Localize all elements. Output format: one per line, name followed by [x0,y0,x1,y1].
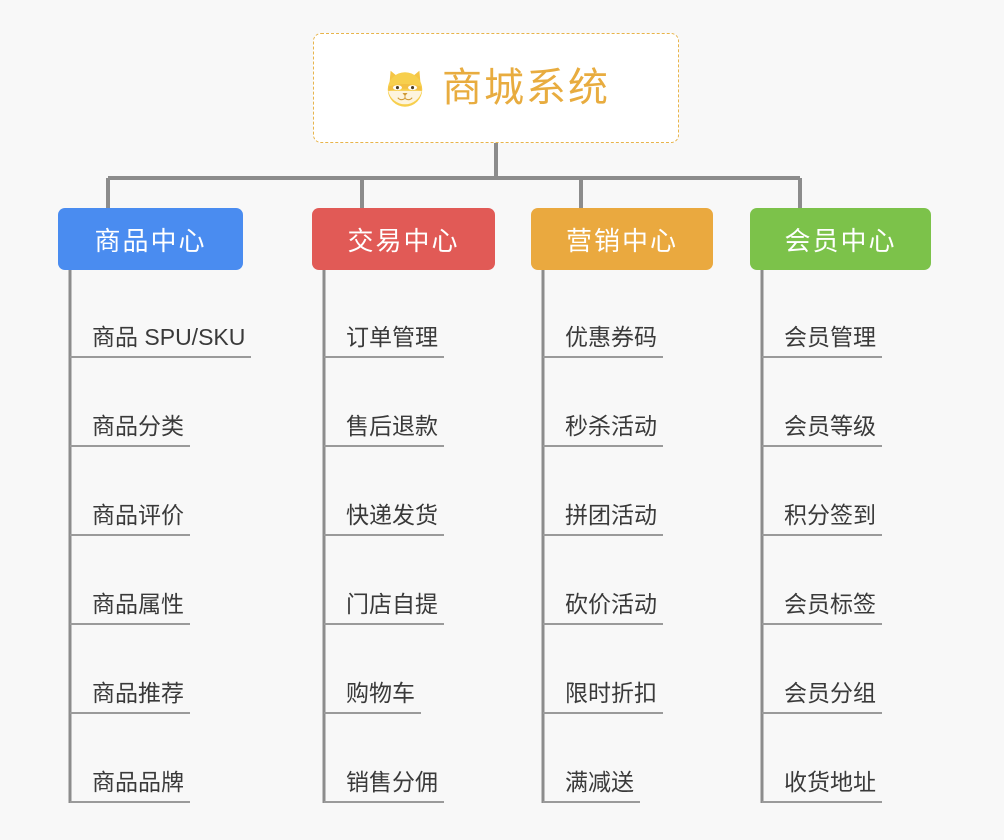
leaf-item-label: 满减送 [559,769,640,803]
category-header-member-center[interactable]: 会员中心 [750,208,931,270]
leaf-item-label: 商品评价 [86,502,190,536]
leaf-item-label: 收货地址 [778,769,882,803]
leaf-item-member-center-4[interactable]: 会员标签 [778,579,882,625]
leaf-item-trade-center-4[interactable]: 门店自提 [340,579,444,625]
leaf-item-label: 秒杀活动 [559,413,663,447]
leaf-item-label: 会员标签 [778,591,882,625]
leaf-item-member-center-5[interactable]: 会员分组 [778,668,882,714]
leaf-item-label: 快递发货 [340,502,444,536]
leaf-item-member-center-3[interactable]: 积分签到 [778,490,882,536]
leaf-item-marketing-center-5[interactable]: 限时折扣 [559,668,663,714]
leaf-item-member-center-6[interactable]: 收货地址 [778,757,882,803]
leaf-item-product-center-5[interactable]: 商品推荐 [86,668,190,714]
leaf-item-member-center-1[interactable]: 会员管理 [778,312,882,358]
leaf-item-marketing-center-3[interactable]: 拼团活动 [559,490,663,536]
leaf-item-label: 商品推荐 [86,680,190,714]
root-node[interactable]: 商城系统 [313,33,679,143]
leaf-item-label: 商品分类 [86,413,190,447]
leaf-item-marketing-center-2[interactable]: 秒杀活动 [559,401,663,447]
leaf-item-trade-center-6[interactable]: 销售分佣 [340,757,444,803]
leaf-item-product-center-1[interactable]: 商品 SPU/SKU [86,312,252,358]
leaf-item-trade-center-5[interactable]: 购物车 [340,668,421,714]
leaf-item-marketing-center-4[interactable]: 砍价活动 [559,579,663,625]
leaf-item-label: 售后退款 [340,413,444,447]
leaf-item-label: 会员分组 [778,680,882,714]
leaf-item-trade-center-1[interactable]: 订单管理 [340,312,444,358]
category-header-trade-center[interactable]: 交易中心 [312,208,495,270]
leaf-item-product-center-2[interactable]: 商品分类 [86,401,190,447]
root-title: 商城系统 [442,66,610,110]
leaf-item-marketing-center-1[interactable]: 优惠券码 [559,312,663,358]
leaf-item-label: 限时折扣 [559,680,663,714]
leaf-item-label: 会员等级 [778,413,882,447]
leaf-item-label: 商品 SPU/SKU [86,324,252,358]
category-header-label: 会员中心 [784,225,897,256]
leaf-item-marketing-center-6[interactable]: 满减送 [559,757,640,803]
shiba-dog-face-icon [387,70,423,107]
category-header-label: 营销中心 [565,225,678,256]
category-header-label: 商品中心 [94,225,207,256]
leaf-item-label: 销售分佣 [340,769,444,803]
leaf-item-product-center-6[interactable]: 商品品牌 [86,757,190,803]
leaf-item-label: 商品品牌 [86,769,190,803]
leaf-item-label: 砍价活动 [559,591,663,625]
leaf-item-label: 会员管理 [778,324,882,358]
leaf-item-member-center-2[interactable]: 会员等级 [778,401,882,447]
leaf-item-label: 订单管理 [340,324,444,358]
leaf-item-product-center-4[interactable]: 商品属性 [86,579,190,625]
category-header-marketing-center[interactable]: 营销中心 [531,208,713,270]
leaf-item-trade-center-2[interactable]: 售后退款 [340,401,444,447]
leaf-item-label: 购物车 [340,680,421,714]
leaf-item-label: 门店自提 [340,591,444,625]
leaf-item-label: 拼团活动 [559,502,663,536]
category-header-label: 交易中心 [347,225,460,256]
leaf-item-product-center-3[interactable]: 商品评价 [86,490,190,536]
leaf-item-trade-center-3[interactable]: 快递发货 [340,490,444,536]
leaf-item-label: 积分签到 [778,502,882,536]
leaf-item-label: 商品属性 [86,591,190,625]
category-header-product-center[interactable]: 商品中心 [58,208,243,270]
leaf-item-label: 优惠券码 [559,324,663,358]
